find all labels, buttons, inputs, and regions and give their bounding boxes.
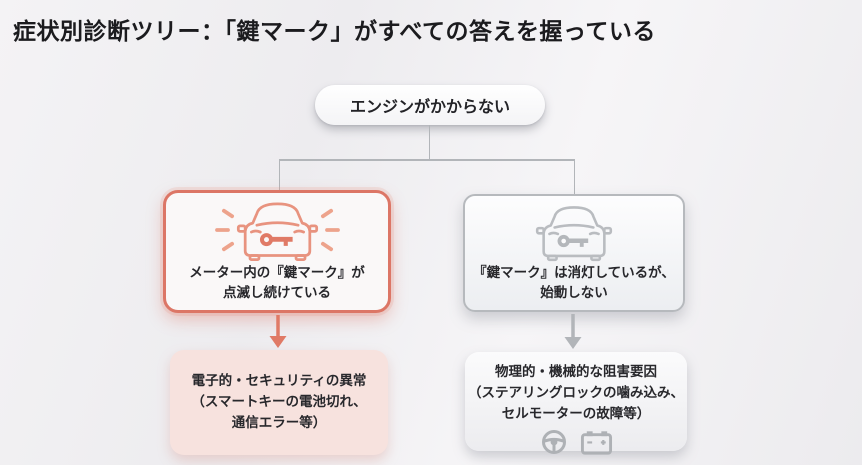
key-off-car-icon: [535, 206, 613, 262]
blinking-key-warning-car-icon: [214, 202, 340, 261]
result-left-node: 電子的・セキュリティの異常 （スマートキーの電池切れ、 通信エラー等）: [170, 350, 388, 455]
result-left-line2: （スマートキーの電池切れ、: [191, 394, 367, 410]
branch-left-node: メーター内の『鍵マーク』が 点滅し続けている: [163, 190, 391, 313]
result-right-line2: （ステアリングロックの噛み込み、: [468, 384, 684, 400]
connector-line-horizontal: [278, 159, 575, 161]
result-left-line3: 通信エラー等）: [231, 414, 327, 430]
result-left-line1: 電子的・セキュリティの異常: [191, 373, 367, 389]
branch-right-label-line2: 始動しない: [540, 284, 608, 300]
root-node: エンジンがかからない: [315, 85, 545, 125]
left-down-arrow-icon: [269, 315, 287, 348]
right-down-arrow-icon: [564, 314, 582, 349]
car-battery-icon: [580, 431, 612, 455]
branch-left-label-line1: メーター内の『鍵マーク』が: [189, 265, 365, 280]
branch-right-node: 『鍵マーク』は消灯しているが、 始動しない: [463, 194, 685, 312]
branch-left-label-line2: 点滅し続けている: [223, 284, 331, 300]
branch-right-label-line1: 『鍵マーク』は消灯しているが、: [473, 265, 675, 280]
connector-line-right: [573, 159, 575, 195]
key-glyph: [259, 233, 293, 247]
blink-rays: [214, 208, 340, 252]
connector-line-root: [428, 125, 430, 160]
result-right-icon-row: [540, 428, 613, 456]
steering-wheel-icon: [541, 429, 566, 454]
connector-line-left: [278, 159, 280, 190]
result-right-node: 物理的・機械的な阻害要因 （ステアリングロックの噛み込み、 セルモーターの故障等…: [465, 352, 687, 455]
result-right-line1: 物理的・機械的な阻害要因: [495, 364, 657, 379]
root-node-label: エンジンがかからない: [349, 99, 510, 116]
key-glyph: [557, 234, 589, 248]
result-right-line3: セルモーターの故障等）: [501, 405, 651, 421]
page-title: 症状別診断ツリー：「鍵マーク」がすべての答えを握っている: [13, 18, 656, 44]
